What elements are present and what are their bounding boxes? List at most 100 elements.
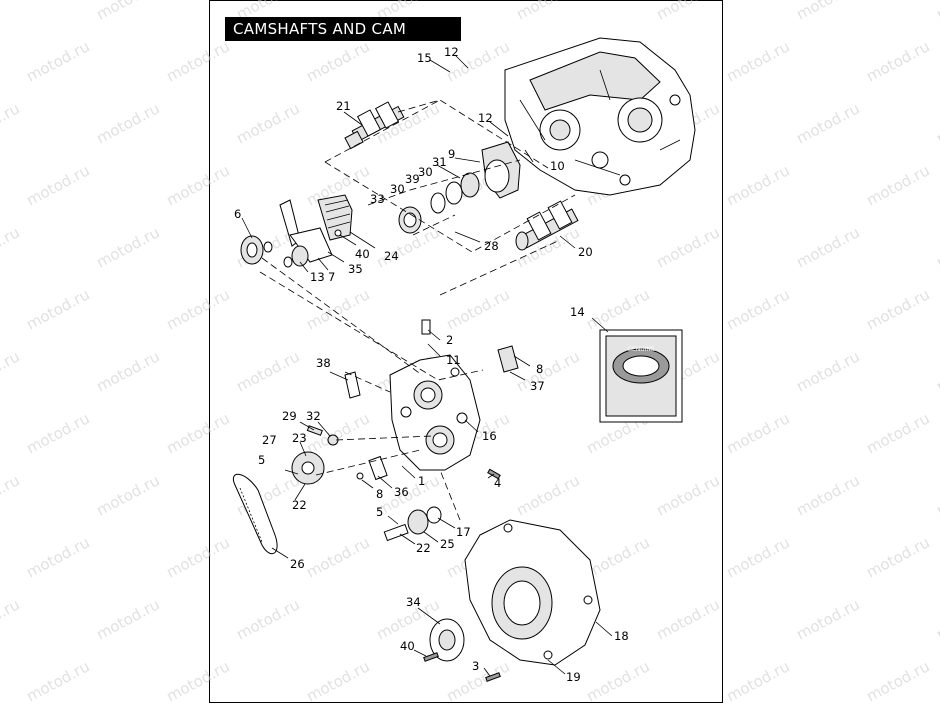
watermark-text: motod.ru	[93, 0, 162, 24]
watermark-text: motod.ru	[513, 347, 582, 395]
callout-label: 14	[570, 305, 585, 319]
watermark-text: motod.ru	[653, 595, 722, 643]
watermark-text: motod.ru	[933, 595, 940, 643]
watermark-text: motod.ru	[23, 409, 92, 457]
watermark-text: motod.ru	[863, 37, 932, 85]
watermark-text: motod.ru	[233, 99, 302, 147]
watermark-text: motod.ru	[863, 533, 932, 581]
callout-label: 22	[292, 498, 307, 512]
callout-label: 31	[432, 155, 447, 169]
callout-label: 10	[550, 159, 565, 173]
callout-label: 25	[440, 537, 455, 551]
watermark-text: motod.ru	[863, 161, 932, 209]
front-camshaft	[515, 200, 579, 251]
callout-label: 20	[578, 245, 593, 259]
genuine-parts-book	[599, 329, 683, 423]
watermark-text: motod.ru	[933, 223, 940, 271]
callout-label: 23	[292, 431, 307, 445]
watermark-text: motod.ru	[793, 99, 862, 147]
callout-label: 5	[376, 505, 383, 519]
watermark-text: motod.ru	[583, 285, 652, 333]
watermark-text: motod.ru	[93, 223, 162, 271]
watermark-text: motod.ru	[653, 223, 722, 271]
callout-label: 27	[262, 433, 277, 447]
callout-label: 38	[316, 356, 331, 370]
watermark-text: motod.ru	[233, 595, 302, 643]
cam-support-plate	[344, 319, 481, 471]
callout-label: 7	[328, 270, 335, 284]
callout-label: 32	[306, 409, 321, 423]
watermark-text: motod.ru	[933, 99, 940, 147]
watermark-text: motod.ru	[723, 409, 792, 457]
callout-label: 18	[614, 629, 629, 643]
callout-label: 15	[417, 51, 432, 65]
callout-label: 2	[446, 333, 453, 347]
leader-lines	[241, 54, 613, 677]
watermark-text: motod.ru	[303, 37, 372, 85]
callout-label: 5	[258, 453, 265, 467]
watermark-text: motod.ru	[723, 657, 792, 705]
watermark-text: motod.ru	[23, 37, 92, 85]
watermark-text: motod.ru	[863, 409, 932, 457]
callout-label: 6	[234, 207, 241, 221]
watermark-text: motod.ru	[863, 657, 932, 705]
watermark-text: motod.ru	[163, 161, 232, 209]
callout-label: 30	[390, 182, 405, 196]
watermark-text: motod.ru	[933, 471, 940, 519]
page-title: CAMSHAFTS AND CAM COVER	[225, 17, 461, 62]
callout-label: 16	[482, 429, 497, 443]
watermark-text: motod.ru	[303, 657, 372, 705]
watermark-text: motod.ru	[583, 657, 652, 705]
callout-label: 30	[418, 165, 433, 179]
watermark-text: motod.ru	[23, 657, 92, 705]
watermark-text: motod.ru	[0, 0, 23, 24]
watermark-text: motod.ru	[0, 347, 23, 395]
watermark-text: motod.ru	[163, 409, 232, 457]
watermark-text: motod.ru	[0, 471, 23, 519]
watermark-text: motod.ru	[793, 347, 862, 395]
watermark-text: motod.ru	[513, 0, 582, 24]
watermark-text: motod.ru	[23, 161, 92, 209]
chain-tensioner-parts	[240, 194, 353, 268]
callout-label: 8	[536, 362, 543, 376]
callout-labels: 15 12 21 12 9 31 30 39 30 33 10 6 40 24 …	[234, 45, 629, 684]
callout-label: 39	[405, 172, 420, 186]
callout-label: 3	[472, 659, 479, 673]
callout-label: 35	[348, 262, 363, 276]
watermark-text: motod.ru	[793, 471, 862, 519]
watermark-text: motod.ru	[303, 285, 372, 333]
crankcase	[504, 37, 696, 196]
callout-label: 37	[530, 379, 545, 393]
watermark-text: motod.ru	[93, 99, 162, 147]
watermark-text: motod.ru	[653, 0, 722, 24]
watermark-text: motod.ru	[163, 285, 232, 333]
callout-label: 21	[336, 99, 351, 113]
watermark-text: motod.ru	[793, 223, 862, 271]
watermark-text: motod.ru	[0, 595, 23, 643]
callout-label: 22	[416, 541, 431, 555]
watermark-text: motod.ru	[933, 347, 940, 395]
watermark-text: motod.ru	[163, 37, 232, 85]
rear-camshaft	[344, 101, 405, 150]
callout-label: 17	[456, 525, 471, 539]
watermark-text: motod.ru	[163, 657, 232, 705]
watermark-text: motod.ru	[93, 471, 162, 519]
watermark-text: motod.ru	[793, 0, 862, 24]
watermark-text: motod.ru	[0, 223, 23, 271]
watermark-text: motod.ru	[0, 99, 23, 147]
watermark-text: motod.ru	[513, 471, 582, 519]
watermark-text: motod.ru	[723, 161, 792, 209]
callout-label: 24	[384, 249, 399, 263]
watermark-text: motod.ru	[303, 533, 372, 581]
callout-label: 19	[566, 670, 581, 684]
assembly-lines	[259, 99, 576, 521]
watermark-text: motod.ru	[863, 285, 932, 333]
watermark-text: motod.ru	[93, 595, 162, 643]
callout-label: 13	[310, 270, 325, 284]
watermark-text: motod.ru	[23, 533, 92, 581]
watermark-text: motod.ru	[583, 533, 652, 581]
callout-label: 36	[394, 485, 409, 499]
watermark-text: motod.ru	[723, 285, 792, 333]
callout-label: 12	[478, 111, 493, 125]
